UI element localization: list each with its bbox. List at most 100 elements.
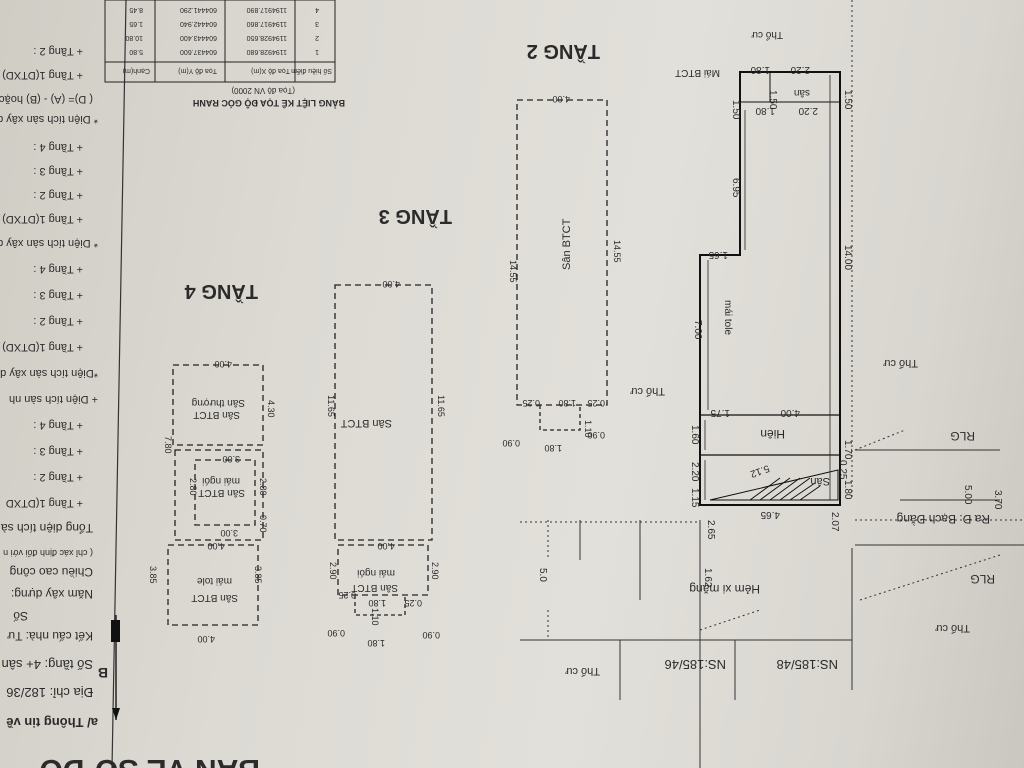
coord-r1-c1: 1	[315, 48, 319, 55]
info-address: Địa chỉ: 182/36	[6, 685, 93, 700]
label-tho-cu-top: Thổ cư	[751, 29, 783, 41]
coord-r1-c2: 1194928.680	[247, 48, 287, 55]
coord-col-edge: Cạnh(m)	[123, 67, 150, 74]
f3-dim-0-90a: 0.90	[327, 628, 345, 638]
dim-1-80a: 1.80	[750, 64, 770, 75]
f3-dim-2-90a: 2.90	[328, 562, 338, 580]
floor-4-san-thuong: Sân thượng	[192, 397, 245, 408]
floor-1-outline	[699, 71, 841, 506]
floor-2-outline	[516, 99, 608, 406]
info-panel: a/ Thông tin về Địa chỉ: 182/36 Số tầng:…	[0, 0, 127, 768]
info-line-24: * Diện tích sàn xây dựng	[0, 113, 98, 125]
info-line-21: + Tầng 2 :	[33, 189, 83, 201]
info-floors: Số tầng: 4+ sân	[2, 657, 93, 672]
floor-1-plan	[699, 71, 841, 506]
coord-r3-c1: 3	[315, 20, 319, 27]
f2-dim-0-90b: 0.90	[587, 430, 605, 440]
floor-1-dim-lines	[704, 75, 831, 500]
info-line-10: + Tầng 2 :	[33, 471, 83, 483]
info-line-11: + Tầng 3 :	[33, 445, 83, 457]
hatched-courtyard	[709, 469, 839, 501]
coord-col-point: Số hiệu điểm	[291, 67, 332, 76]
label-mai-tole: mái tole	[722, 300, 733, 335]
coord-table-subtitle: (Tọa độ VN 2000)	[231, 86, 295, 95]
floor-3-plan: TẦNG 3 Sân BTCT mái ngói Sân BTCT 4.00 1…	[326, 205, 452, 648]
coord-r4-c3: 604441.290	[180, 6, 217, 13]
coord-r2-c3: 604443.400	[180, 34, 217, 41]
surrounding-lines	[520, 0, 1024, 768]
floor-4-label2: Sân BTCT	[198, 487, 245, 498]
label-tho-cu-b1: Thổ cư	[564, 665, 600, 677]
info-year: Năm xây dựng:	[11, 587, 93, 601]
f4-dim-4-00a: 4.00	[214, 359, 232, 369]
f3-dim-1-80b: 1.80	[367, 638, 385, 648]
dim-1-62: 1.62	[702, 568, 713, 588]
coord-r3-c4: 1.65	[129, 20, 143, 27]
dim-3-70: 3.70	[992, 490, 1003, 510]
f4-dim-3-00a: 3.00	[222, 454, 240, 464]
coord-r2-c2: 1194928.650	[247, 34, 287, 41]
bottom-title: BẢN VẼ SƠ ĐỒ	[39, 753, 260, 768]
f4-dim-3-85a: 3.85	[148, 566, 158, 584]
f4-dim-2-80a: 2.80	[188, 478, 198, 496]
info-title: a/ Thông tin về	[6, 715, 98, 730]
info-structure: Kết cấu nhà: Tư	[7, 629, 93, 643]
info-line-15: + Tầng 1(DTXD) :	[0, 341, 83, 353]
label-tho-cu-left: Thổ cư	[882, 357, 918, 369]
f4-dim-3-00b: 3.00	[220, 528, 238, 538]
floor-4-label3: Sân BTCT	[191, 592, 238, 603]
coord-r3-c3: 604442.940	[180, 20, 217, 27]
f4-dim-4-00c: 4.00	[197, 634, 215, 644]
dim-2-20a: 2.20	[790, 64, 810, 75]
info-line-13: + Diện tích sàn nh	[9, 393, 98, 405]
dim-1-75: 1.75	[710, 407, 730, 418]
label-tho-cu-b2: Thổ cư	[934, 622, 970, 634]
floor-4-label1: Sân BTCT	[193, 409, 240, 420]
dim-4-00: 4.00	[780, 407, 800, 418]
info-line-20: + Tầng 1(DTXD) :	[0, 213, 83, 225]
info-line-23: + Tầng 4 :	[33, 141, 83, 153]
info-height: Chiều cao công	[10, 565, 93, 579]
dim-5-0: 5.0	[537, 568, 548, 582]
info-line-25: ( D)= (A) - (B) hoặc (C)	[0, 93, 93, 105]
dim-2-07: 2.07	[829, 512, 840, 532]
f2-dim-0-25a: 0.25	[522, 398, 540, 408]
dim-7-00: 7.00	[692, 320, 703, 340]
label-ns1: NS:185/48	[777, 657, 838, 672]
dim-0-25: 0.25	[837, 460, 848, 480]
dim-2-20c: 2.20	[689, 462, 700, 482]
f3-dim-1-10: 1.10	[370, 608, 380, 626]
info-line-17: + Tầng 3 :	[33, 289, 83, 301]
section-marker: B	[98, 615, 120, 720]
floor-2-label: Sân BTCT	[561, 218, 573, 270]
info-line-27: + Tầng 2 :	[33, 45, 83, 57]
floor-3-label: Sân BTCT	[340, 417, 392, 429]
f4-dim-2-80b: 2.80	[258, 478, 268, 496]
f4-dim-7-80: 7.80	[163, 436, 173, 454]
coord-r1-c3: 604437.600	[180, 48, 217, 55]
coord-r2-c1: 2	[315, 34, 319, 41]
f2-dim-1-80a: 1.80	[558, 398, 576, 408]
label-san-bottom: Sân	[810, 475, 830, 487]
label-rlg-top: RLG	[950, 429, 975, 443]
coord-r1-c4: 5.80	[129, 48, 143, 55]
coordinate-table: BẢNG LIỆT KÊ TỌA ĐỘ GÓC RANH (Tọa độ VN …	[104, 0, 345, 109]
f3-dim-1-80a: 1.80	[368, 598, 386, 608]
dim-1-60: 1.60	[689, 425, 700, 445]
dim-6-95: 6.95	[730, 178, 741, 198]
coord-col-x: Tọa độ X(m)	[251, 67, 290, 74]
f3-dim-0-90b: 0.90	[422, 630, 440, 640]
label-mai-btct: Mái BTCT	[675, 67, 720, 78]
label-alley: Hẻm xi măng	[689, 582, 760, 596]
f2-dim-4-00: 4.00	[552, 94, 570, 104]
f4-dim-3-85b: 3.85	[253, 566, 263, 584]
f2-dim-14-55a: 14.55	[508, 260, 518, 283]
f2-dim-0-25b: 0.25	[587, 398, 605, 408]
f4-dim-0-70: 0.70	[258, 515, 268, 533]
f2-dim-1-80b: 1.80	[544, 443, 562, 453]
coord-col-y: Tọa độ Y(m)	[178, 67, 217, 74]
label-tho-cu-mid: Thổ cư	[629, 385, 665, 397]
dim-1-15: 1.15	[689, 488, 700, 508]
info-line-19: * Diện tích sàn xây dựn	[0, 237, 98, 249]
